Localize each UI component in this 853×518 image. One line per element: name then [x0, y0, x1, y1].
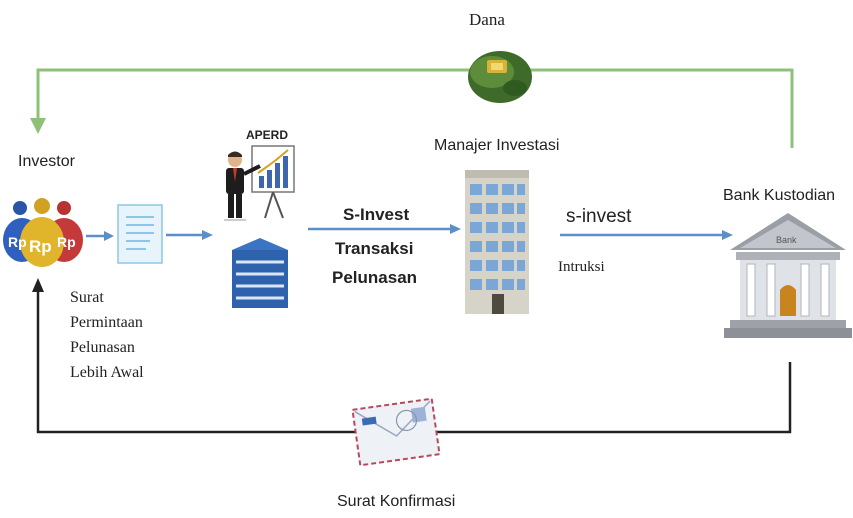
s-invest-upper-label: S-Invest — [343, 205, 410, 224]
confirmation-arrowhead — [32, 278, 44, 292]
arrowhead — [202, 230, 213, 240]
pelunasan-label: Pelunasan — [332, 268, 418, 287]
investor-label: Investor — [18, 153, 75, 170]
arrowhead — [104, 231, 114, 241]
s-invest-lower-label: s-invest — [566, 206, 632, 227]
surat-line-4: Lebih Awal — [70, 364, 144, 381]
bank-kustodian-label: Bank Kustodian — [723, 187, 836, 204]
money-stack-icon — [468, 51, 532, 103]
transaksi-label: Transaksi — [335, 239, 414, 258]
intruksi-label: Intruksi — [558, 259, 605, 275]
skyscraper-icon — [465, 170, 529, 314]
green-arrowhead — [30, 118, 46, 134]
bank-sign-text: Bank — [776, 235, 797, 245]
document-form-icon — [117, 204, 163, 264]
surat-line-2: Permintaan — [70, 314, 143, 331]
money-bag-center-text: Rp — [29, 237, 52, 256]
arrowhead — [722, 230, 733, 240]
money-bags-icon: Rp Rp Rp — [3, 198, 83, 267]
surat-konfirmasi-label: Surat Konfirmasi — [337, 493, 456, 510]
money-bag-left-text: Rp — [8, 234, 27, 250]
envelope-icon — [351, 397, 441, 467]
office-building-icon — [232, 238, 288, 308]
manajer-investasi-label: Manajer Investasi — [434, 137, 560, 154]
surat-line-1: Surat — [70, 289, 104, 306]
surat-line-3: Pelunasan — [70, 339, 135, 356]
green-flow-line — [36, 68, 794, 148]
dana-label: Dana — [469, 10, 505, 29]
presenter-chart-icon — [224, 145, 295, 221]
money-bag-right-text: Rp — [57, 234, 76, 250]
aperd-label: APERD — [246, 128, 289, 142]
bank-building-icon: Bank — [724, 213, 852, 338]
arrowhead — [450, 224, 461, 234]
